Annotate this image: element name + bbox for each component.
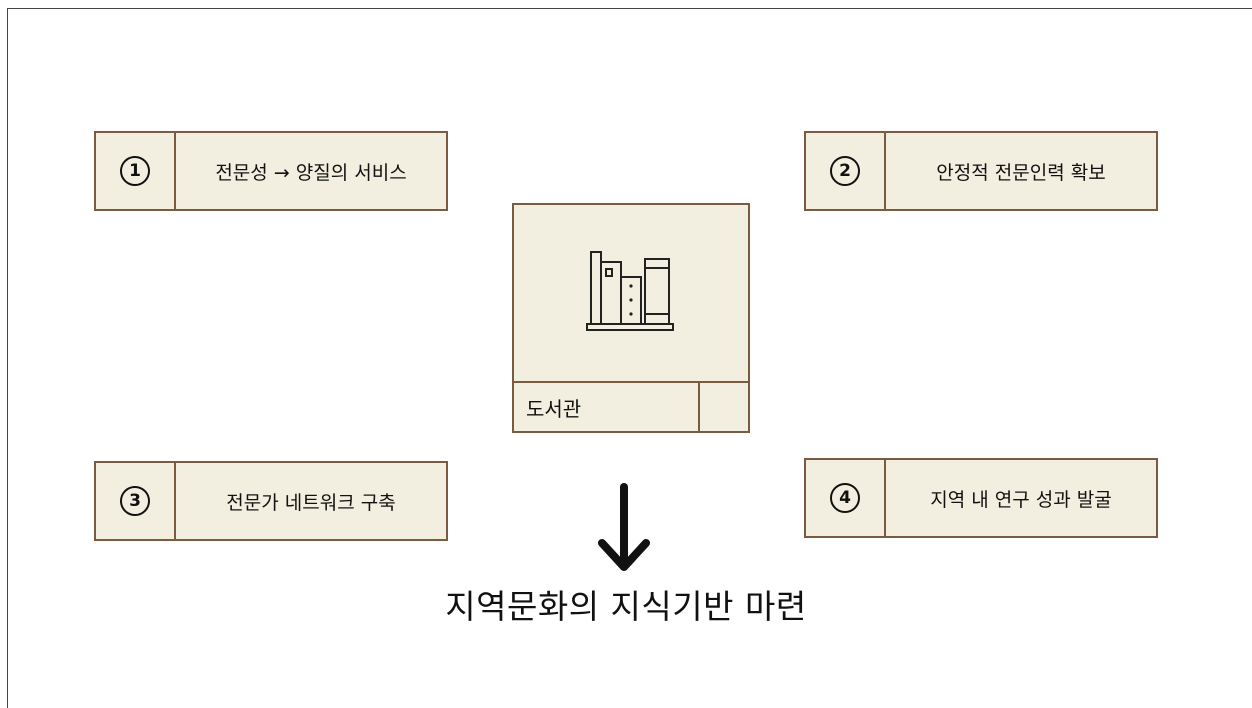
library-label: 도서관: [526, 396, 582, 421]
card-3-number-badge: 3: [120, 486, 150, 516]
bookshelf-icon: [586, 251, 674, 331]
card-1-label: 전문성 → 양질의 서비스: [215, 161, 407, 184]
card-2-label: 안정적 전문인력 확보: [936, 161, 1106, 184]
diagram-canvas: 1 전문성 → 양질의 서비스 2 안정적 전문인력 확보 3 전문가 네트워크…: [7, 8, 1252, 708]
card-1: 1 전문성 → 양질의 서비스: [94, 131, 448, 211]
card-3: 3 전문가 네트워크 구축: [94, 461, 448, 541]
card-2-number-badge: 2: [830, 156, 860, 186]
card-3-number-cell: 3: [96, 463, 176, 539]
card-1-number-cell: 1: [96, 133, 176, 209]
library-icon-area: [514, 205, 748, 381]
library-footer-box: [698, 383, 748, 431]
library-footer: 도서관: [514, 381, 748, 431]
card-3-label: 전문가 네트워크 구축: [226, 491, 396, 514]
conclusion-text: 지역문화의 지식기반 마련: [445, 587, 807, 626]
card-4: 4 지역 내 연구 성과 발굴: [804, 458, 1158, 538]
library-center-box: 도서관: [512, 203, 750, 433]
card-2-number-cell: 2: [806, 133, 886, 209]
card-2: 2 안정적 전문인력 확보: [804, 131, 1158, 211]
card-4-label: 지역 내 연구 성과 발굴: [930, 488, 1112, 511]
card-4-number-badge: 4: [830, 483, 860, 513]
card-4-number-cell: 4: [806, 460, 886, 536]
arrow-down-icon: [598, 483, 650, 571]
card-1-number-badge: 1: [120, 156, 150, 186]
